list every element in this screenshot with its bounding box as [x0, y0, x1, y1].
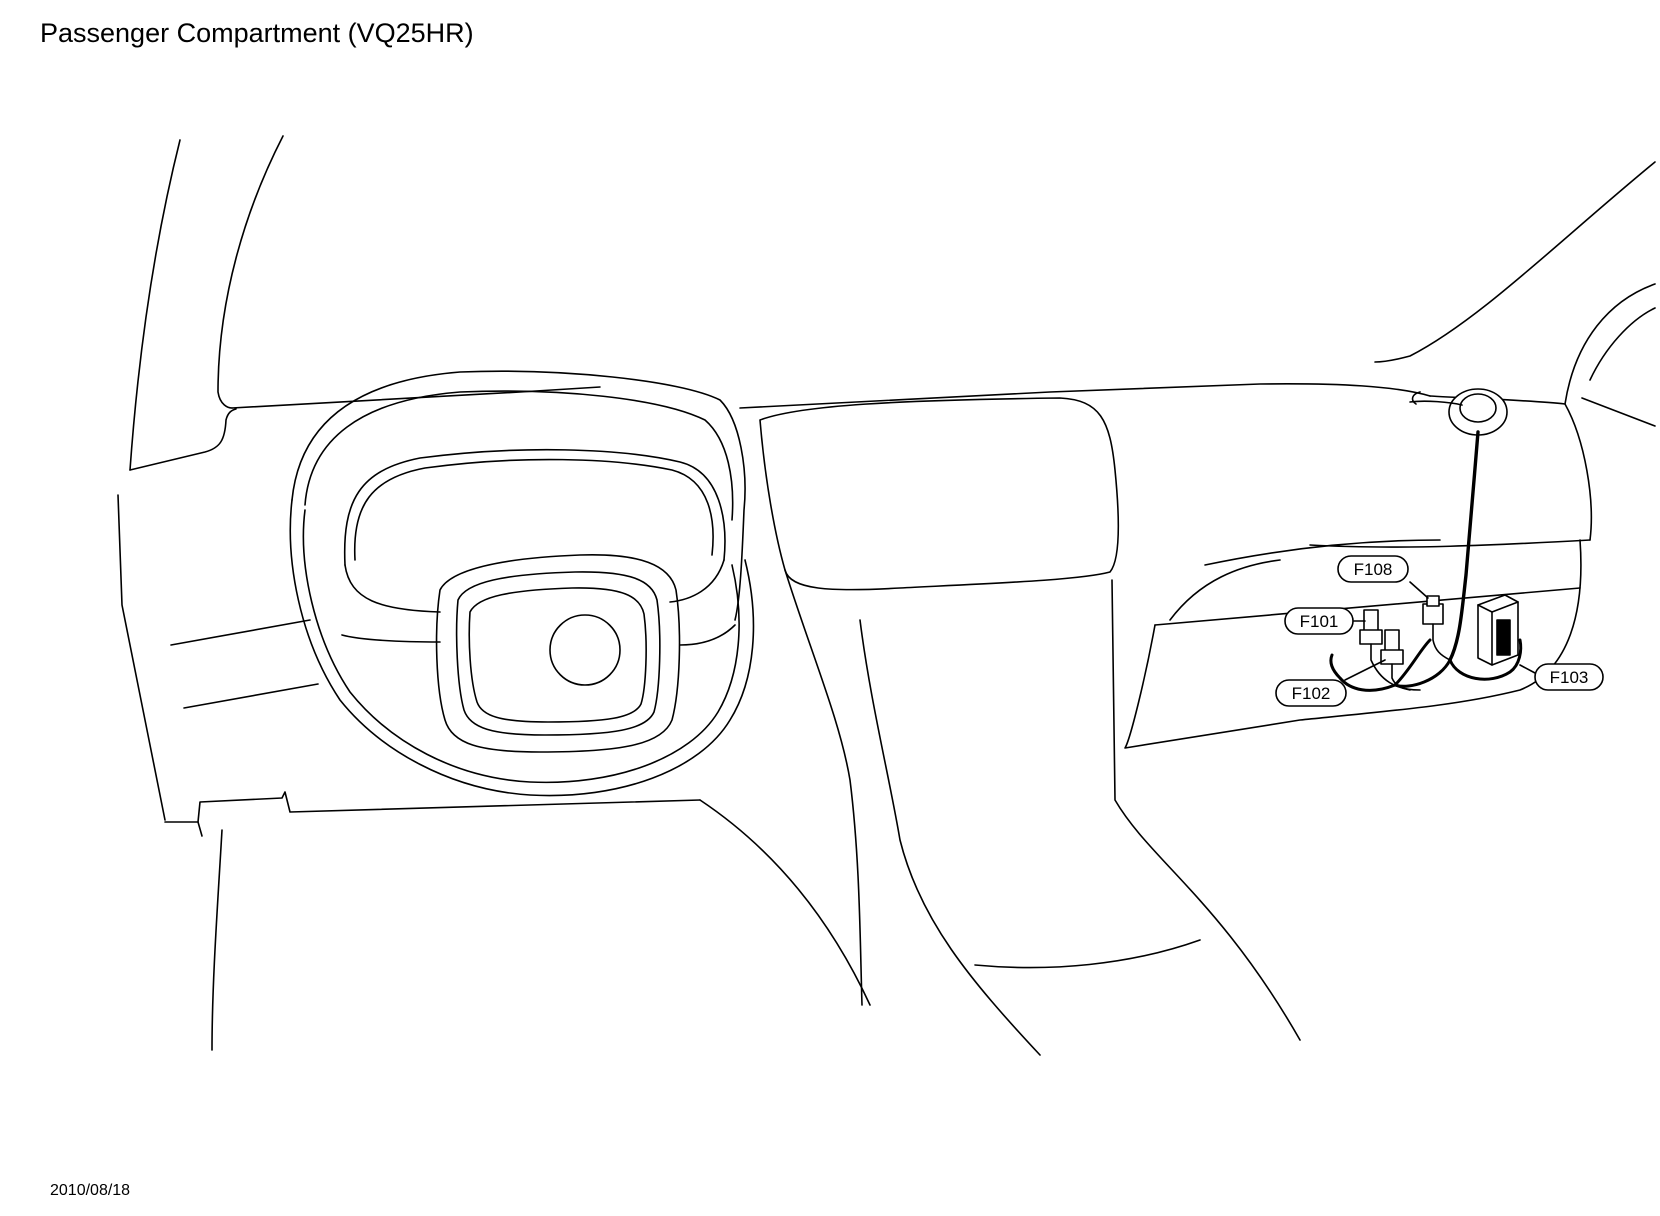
connector-f103-part: [1477, 594, 1519, 666]
callout-f103: F103: [1534, 663, 1604, 691]
label-f102: F102: [1292, 684, 1331, 703]
label-f108: F108: [1354, 560, 1393, 579]
dashboard-top-edge: [231, 383, 1593, 548]
callout-f108: F108: [1337, 555, 1409, 583]
label-f103: F103: [1550, 668, 1589, 687]
center-console: [699, 569, 1301, 1056]
a-pillar: [117, 135, 284, 821]
connector-f108-part: [1422, 595, 1451, 661]
connector-f102-part: [1380, 629, 1411, 691]
callout-f101: F101: [1284, 607, 1354, 635]
center-display: [759, 397, 1120, 591]
right-lower-dash: [1124, 539, 1582, 749]
callout-leaders: [1344, 581, 1536, 681]
instrument-cluster-hood: [291, 370, 746, 621]
wire-harness: [1329, 388, 1523, 692]
diagram-title: Passenger Compartment (VQ25HR): [40, 18, 474, 48]
callout-f102: F102: [1275, 679, 1347, 707]
steering-wheel: [289, 499, 755, 797]
diagram-date: 2010/08/18: [50, 1182, 131, 1199]
left-lower-trim: [164, 619, 701, 1051]
label-f101: F101: [1300, 612, 1339, 631]
right-windshield-pillar: [1374, 161, 1656, 427]
